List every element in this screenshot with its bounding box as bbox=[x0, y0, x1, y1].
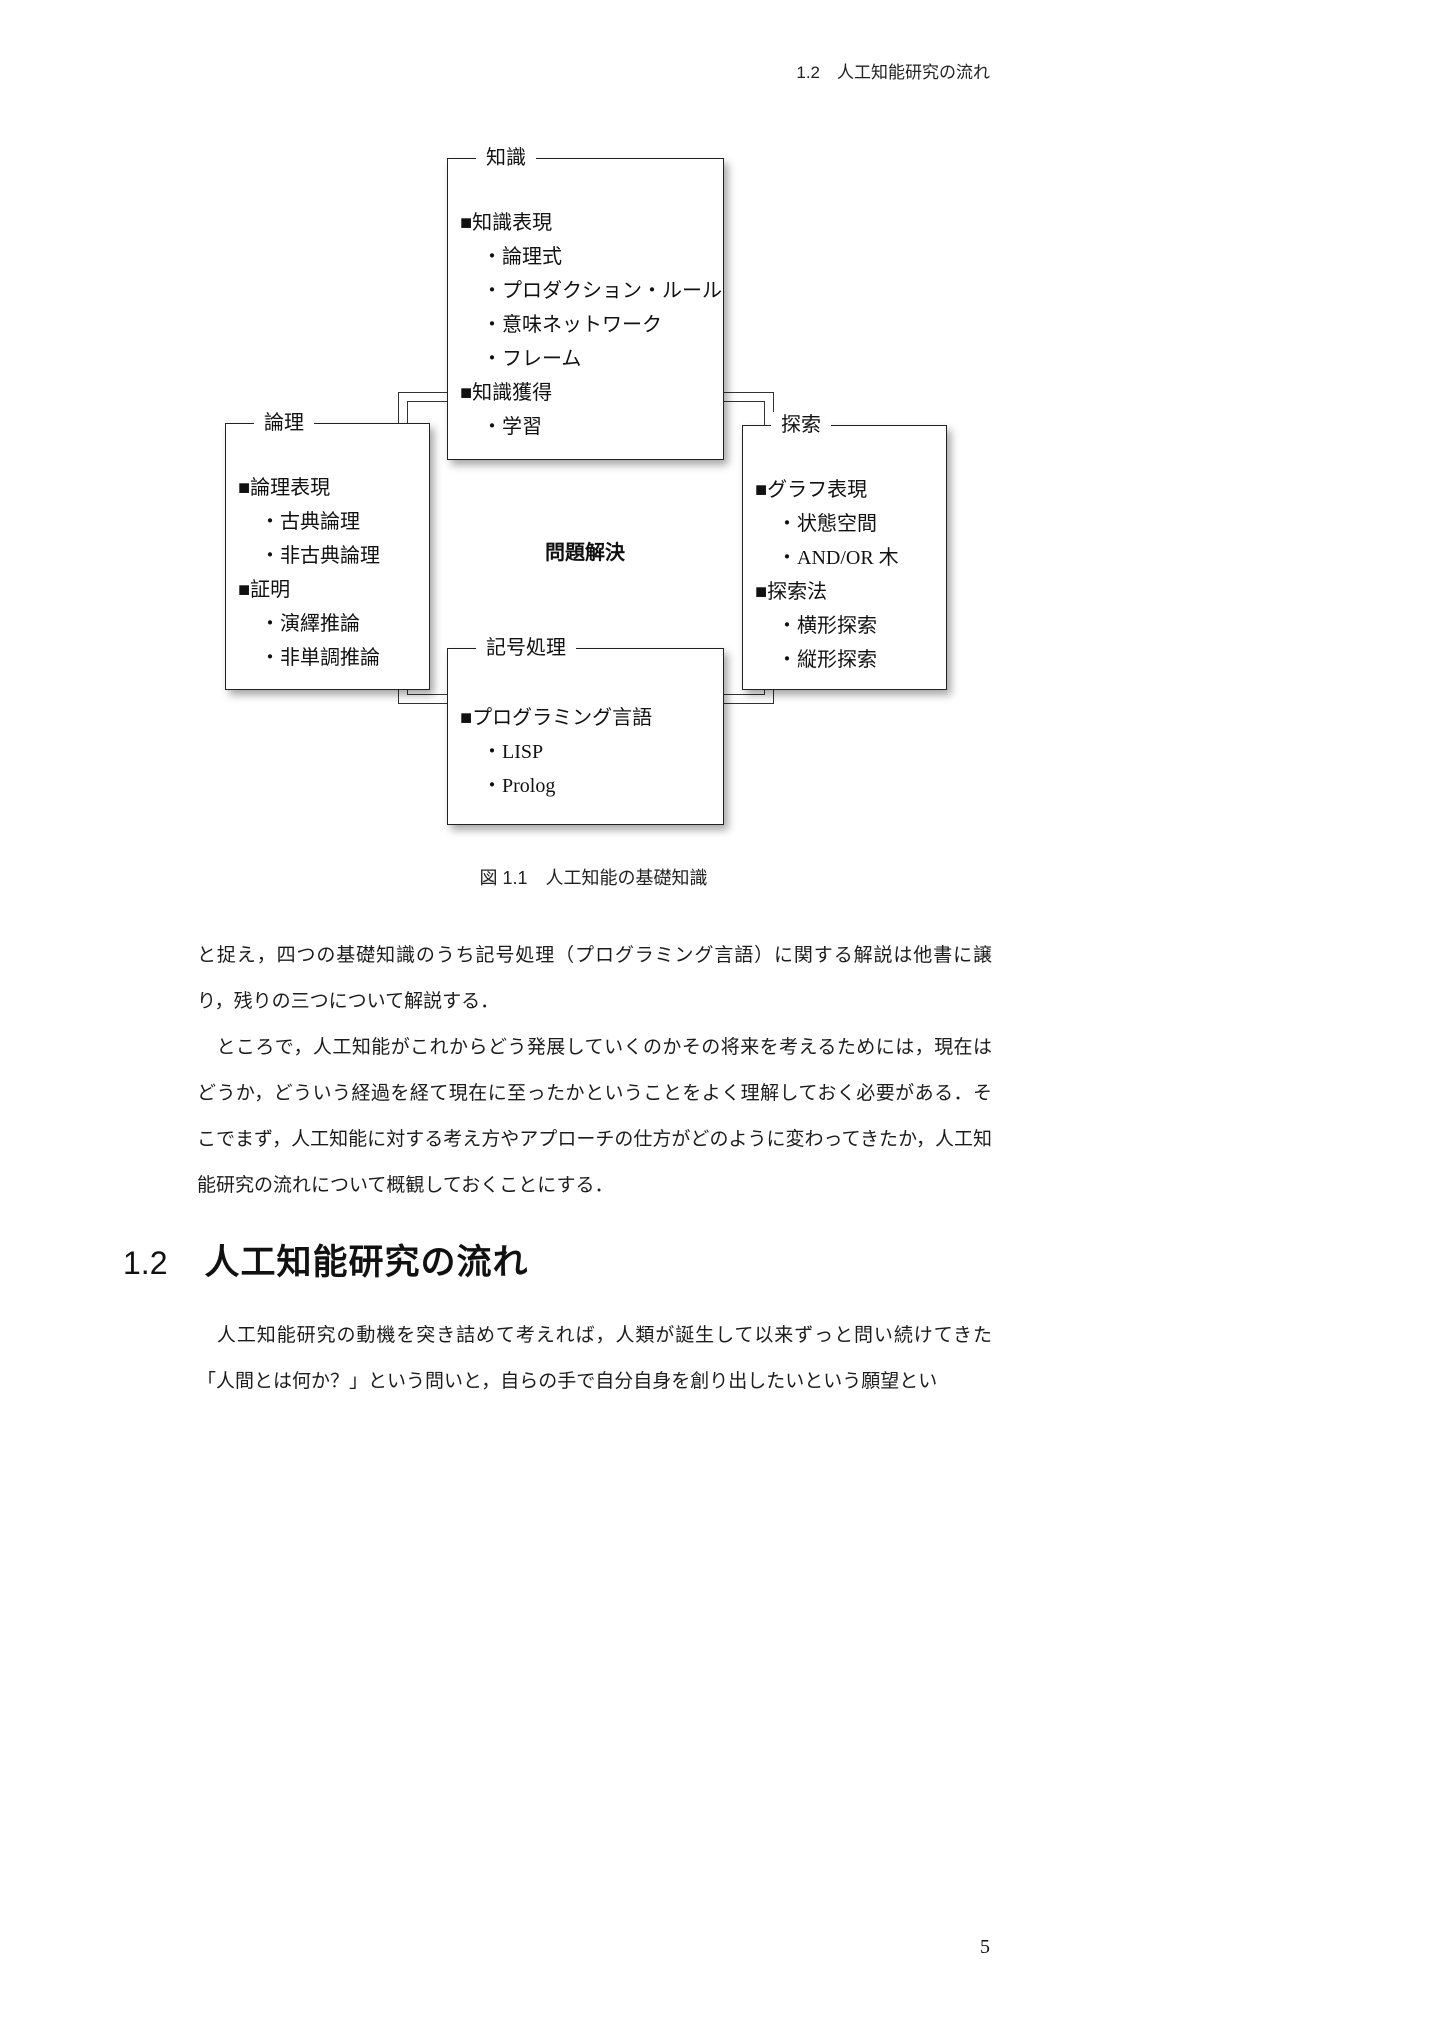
box-search-title: 探索 bbox=[771, 412, 831, 438]
body-paragraph-1: と捉え，四つの基礎知識のうち記号処理（プログラミング言語）に関する解説は他書に譲… bbox=[197, 945, 992, 1012]
figure-caption: 図 1.1 人工知能の基礎知識 bbox=[479, 868, 708, 888]
figure-item: ・論理式 bbox=[482, 246, 562, 268]
box-symbol-processing-title: 記号処理 bbox=[476, 635, 576, 661]
box-symbol-processing-body: ■プログラミング言語 ・LISP ・Prolog bbox=[448, 649, 723, 803]
figure-item: ・フレーム bbox=[482, 348, 582, 370]
box-symbol-processing: 記号処理 ■プログラミング言語 ・LISP ・Prolog bbox=[447, 635, 724, 825]
figure-item: ・学習 bbox=[482, 416, 542, 438]
box-search-body: ■グラフ表現 ・状態空間 ・AND/OR 木 ■探索法 ・横形探索 ・縦形探索 bbox=[743, 426, 946, 677]
figure-item: ・LISP bbox=[482, 741, 544, 763]
figure-item: ■論理表現 bbox=[238, 477, 331, 499]
running-header: 1.2 人工知能研究の流れ bbox=[796, 63, 990, 82]
body-paragraph-3: 人工知能研究の動機を突き詰めて考えれば，人類が誕生して以来ずっと問い続けてきた「… bbox=[197, 1325, 992, 1392]
figure-1-1: 知識 ■知識表現 ・論理式 ・プロダクション・ルール ・意味ネットワーク ・フレ… bbox=[0, 0, 1433, 910]
figure-item: ・非単調推論 bbox=[260, 647, 380, 669]
box-knowledge-body: ■知識表現 ・論理式 ・プロダクション・ルール ・意味ネットワーク ・フレーム … bbox=[448, 159, 723, 444]
figure-item: ■探索法 bbox=[755, 581, 828, 603]
figure-item: ■プログラミング言語 bbox=[460, 707, 653, 729]
figure-item: ・プロダクション・ルール bbox=[482, 280, 722, 302]
box-knowledge-title: 知識 bbox=[476, 145, 536, 171]
figure-item: ■グラフ表現 bbox=[755, 479, 868, 501]
figure-item: ・状態空間 bbox=[777, 513, 877, 535]
figure-item: ・演繹推論 bbox=[260, 613, 360, 635]
box-search: 探索 ■グラフ表現 ・状態空間 ・AND/OR 木 ■探索法 ・横形探索 ・縦形… bbox=[742, 412, 947, 690]
section-heading: 1.2 人工知能研究の流れ bbox=[123, 1234, 529, 1285]
box-logic-body: ■論理表現 ・古典論理 ・非古典論理 ■証明 ・演繹推論 ・非単調推論 bbox=[226, 424, 429, 675]
figure-item: ・AND/OR 木 bbox=[777, 547, 899, 569]
figure-item: ・意味ネットワーク bbox=[482, 314, 662, 336]
figure-item: ・非古典論理 bbox=[260, 545, 380, 567]
body-paragraph-2: ところで，人工知能がこれからどう発展していくのかその将来を考えるためには，現在は… bbox=[197, 1037, 992, 1196]
figure-item: ■知識獲得 bbox=[460, 382, 553, 404]
page-number: 5 bbox=[980, 1936, 990, 1958]
figure-item: ・Prolog bbox=[482, 775, 556, 797]
section-title: 人工知能研究の流れ bbox=[204, 1243, 529, 1282]
figure-item: ■知識表現 bbox=[460, 212, 553, 234]
figure-item: ・古典論理 bbox=[260, 511, 360, 533]
box-logic: 論理 ■論理表現 ・古典論理 ・非古典論理 ■証明 ・演繹推論 ・非単調推論 bbox=[225, 410, 430, 690]
figure-item: ■証明 bbox=[238, 579, 291, 601]
section-number: 1.2 bbox=[123, 1245, 168, 1281]
figure-item: ・横形探索 bbox=[777, 615, 877, 637]
box-knowledge: 知識 ■知識表現 ・論理式 ・プロダクション・ルール ・意味ネットワーク ・フレ… bbox=[447, 145, 724, 460]
figure-item: ・縦形探索 bbox=[777, 649, 877, 671]
figure-center-label: 問題解決 bbox=[545, 542, 625, 564]
box-logic-title: 論理 bbox=[254, 410, 314, 436]
